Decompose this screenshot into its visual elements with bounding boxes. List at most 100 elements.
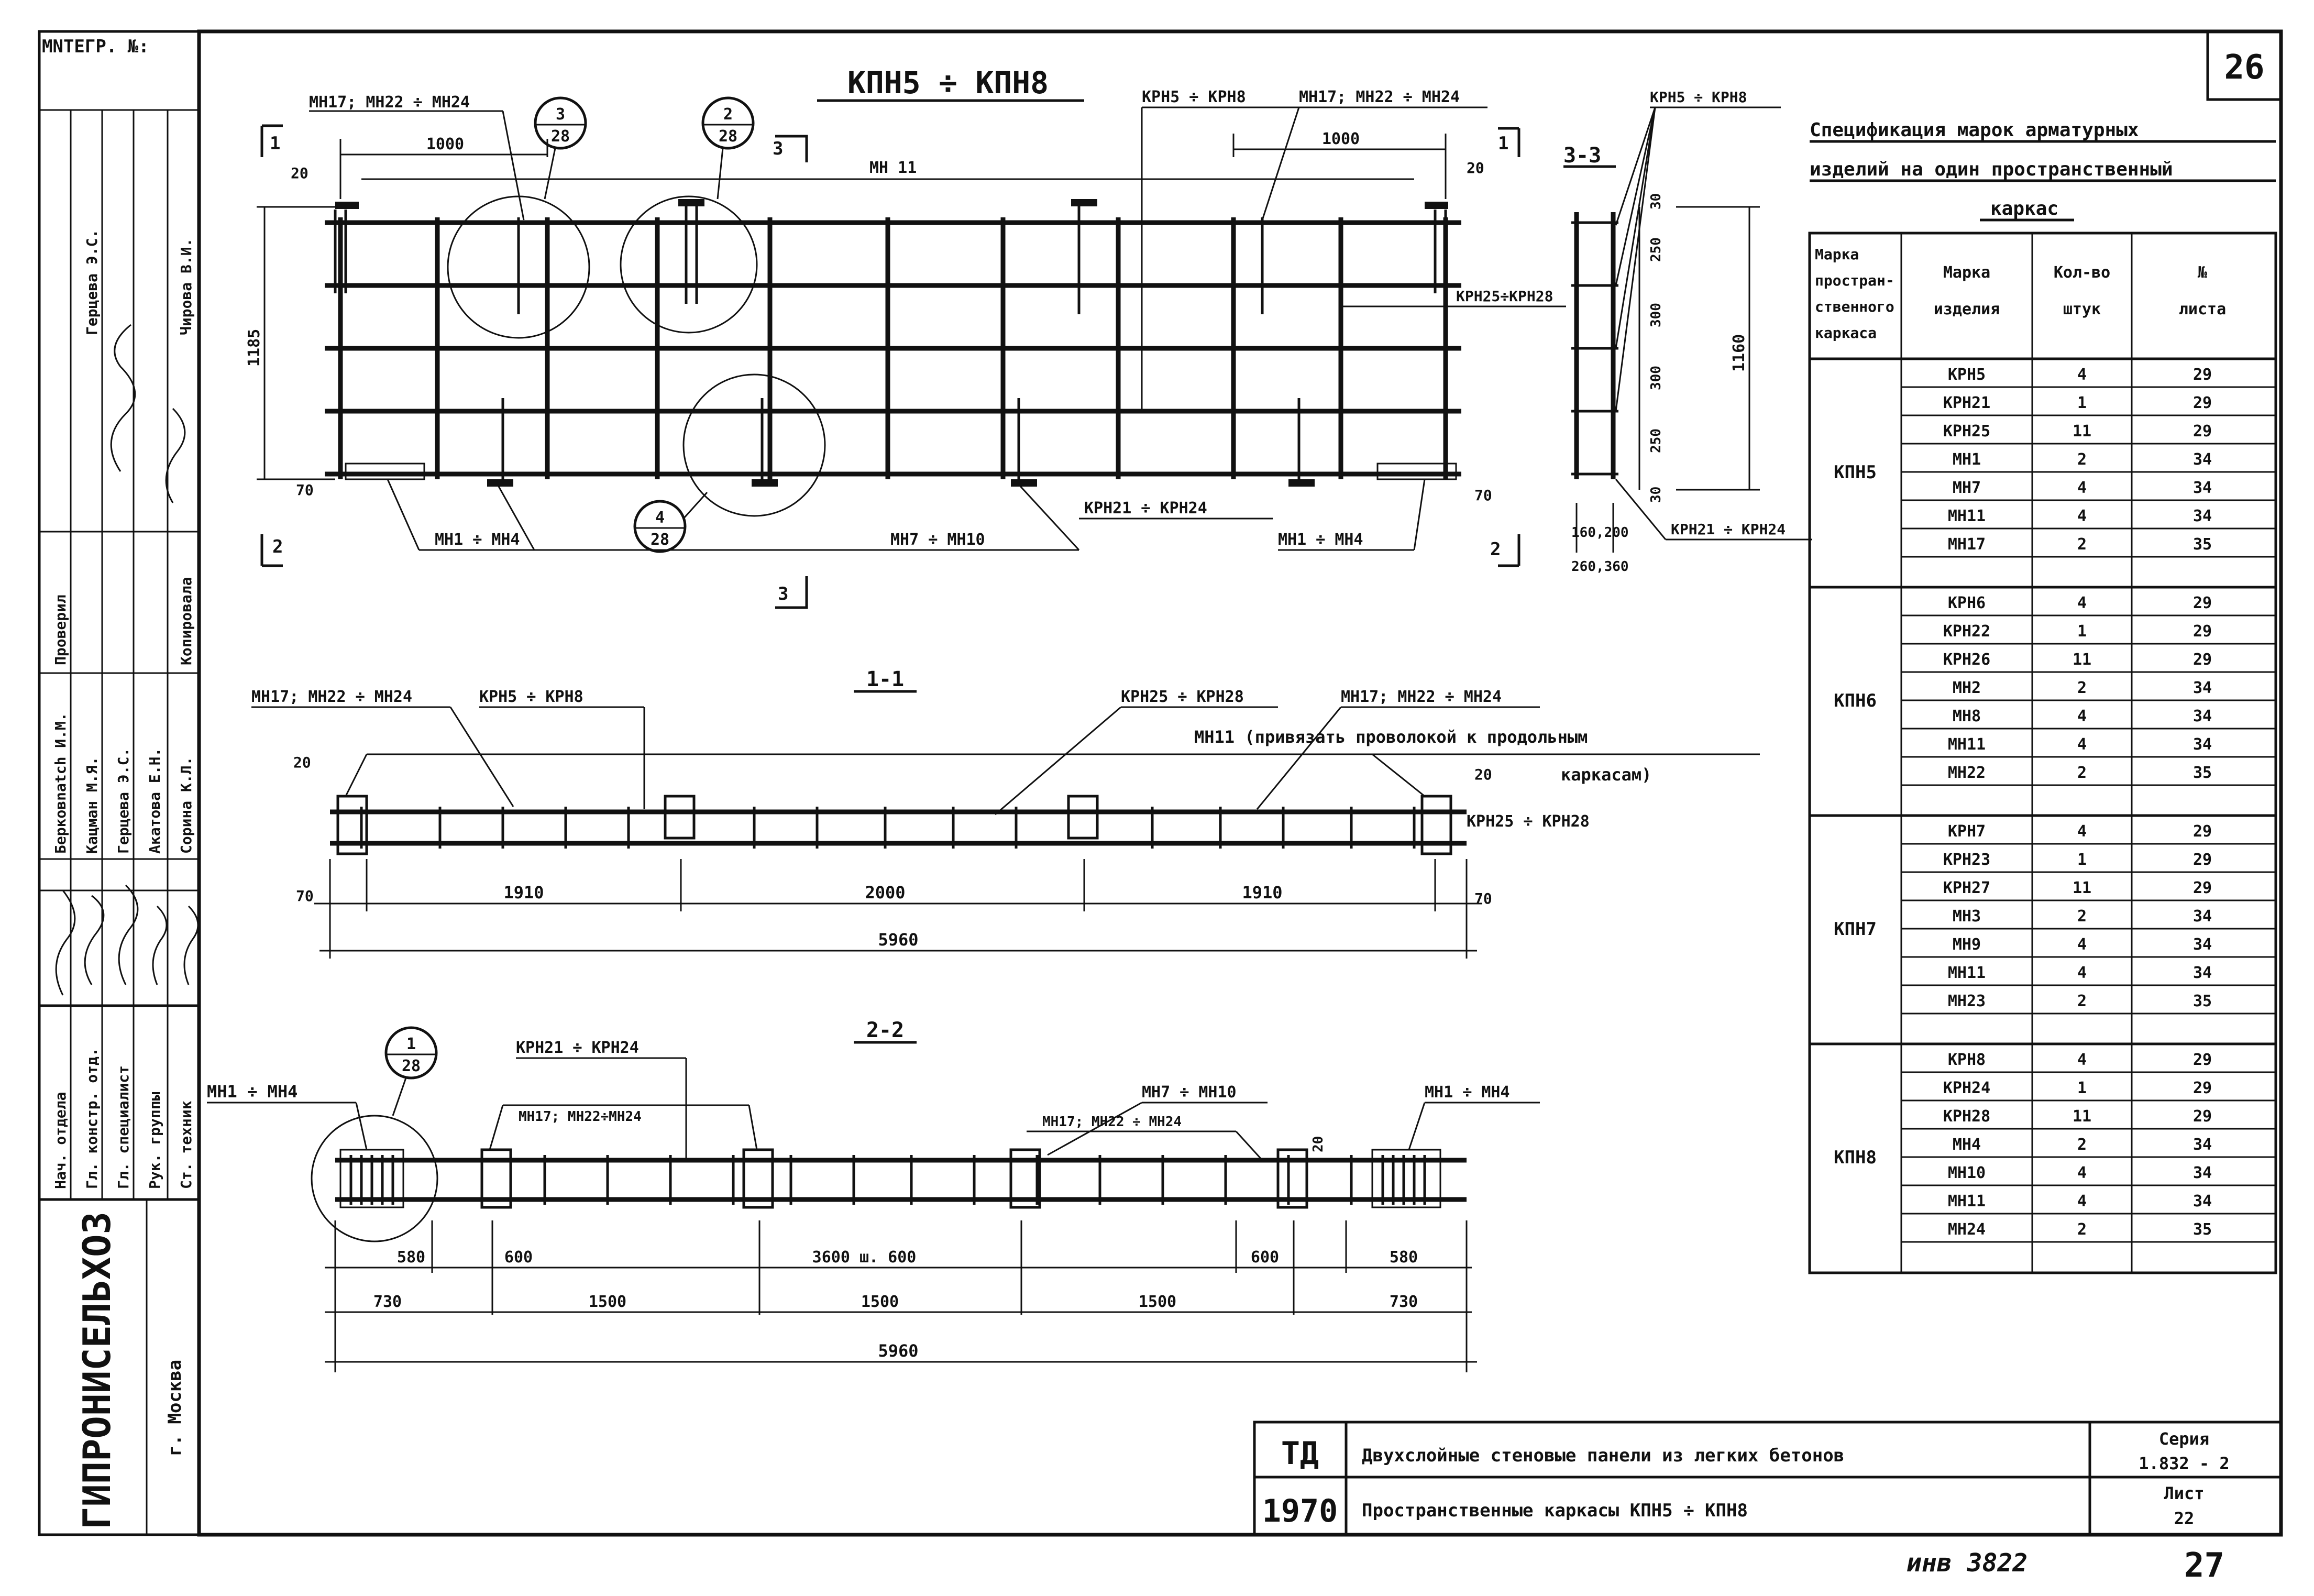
role-1: Гл. констр. отд. xyxy=(83,1048,101,1189)
side-stamp: ΜΝΤΕΓΡ. №: Нач. отдела Гл. констр. отд. … xyxy=(38,30,201,1536)
spec-cell-item: КРН27 xyxy=(1943,879,1990,897)
spec-cell-qty: 2 xyxy=(2077,450,2087,469)
signature-copied xyxy=(165,408,186,503)
cut-1-left: 1 xyxy=(270,133,280,154)
tb-line2: Пространственные каркасы КПН5 ÷ КПН8 xyxy=(1362,1500,1748,1521)
spec-cell-item: МН22 xyxy=(1948,764,1986,782)
footer-inv: инв 3822 xyxy=(1907,1548,2027,1578)
sec11-lbl-mn17-left: МН17; МН22 ÷ МН24 xyxy=(251,688,412,706)
spec-cell-item: МН3 xyxy=(1953,907,1981,926)
sec11-dim-20-right: 20 xyxy=(1474,766,1492,783)
role-2: Гл. специалист xyxy=(115,1065,132,1189)
name-1: Кацман М.Я. xyxy=(83,757,101,854)
sec22-lbl-mn1-4-left: МН1 ÷ МН4 xyxy=(207,1082,297,1102)
spec-table: Спецификация марок арматурных изделий на… xyxy=(1808,119,2277,1274)
tb-sheet-value: 22 xyxy=(2174,1509,2195,1528)
spec-cell-sheet: 29 xyxy=(2193,622,2212,641)
plan-lbl-mn11: МН 11 xyxy=(869,159,917,177)
spec-cell-qty: 1 xyxy=(2077,1079,2087,1097)
spec-cell-item: МН4 xyxy=(1953,1136,1981,1154)
sec22-lbl-krn21-24: КРН21 ÷ КРН24 xyxy=(516,1039,639,1057)
spec-cell-item: КРН6 xyxy=(1948,594,1986,612)
signature-2 xyxy=(118,884,139,985)
cut-3-bottom: 3 xyxy=(778,584,788,604)
spec-cell-qty: 4 xyxy=(2077,479,2087,497)
role-0: Нач. отдела xyxy=(52,1092,69,1189)
spec-cell-sheet: 34 xyxy=(2193,907,2212,926)
callout-2-den: 28 xyxy=(719,127,737,146)
plan-dim-1000-left: 1000 xyxy=(426,135,464,153)
sec11-lbl-krn25-28-right: КРН25 ÷ КРН28 xyxy=(1467,812,1590,831)
spec-cell-qty: 1 xyxy=(2077,394,2087,412)
spec-cell-sheet: 35 xyxy=(2193,1220,2212,1239)
sec33-dim-160-200: 160,200 xyxy=(1571,525,1629,541)
tb-year: 1970 xyxy=(1262,1493,1338,1529)
sec22-lbl-mn17-b: МН17; МН22 ÷ МН24 xyxy=(1042,1114,1182,1130)
spec-cell-item: МН10 xyxy=(1948,1164,1986,1182)
spec-cell-item: КРН25 xyxy=(1943,422,1990,441)
sec22-dim-600-right: 600 xyxy=(1251,1248,1279,1267)
plan-dim-70-right: 70 xyxy=(1474,487,1492,504)
cut-3-top: 3 xyxy=(773,138,783,159)
plan-view: 3 28 2 28 4 28 МН17; МН22 ÷ МН24 КРН5 ÷ … xyxy=(245,88,1566,609)
sec33-dim-30-bot: 30 xyxy=(1648,487,1664,503)
org-name: ГИПРОНИСЕЛЬХОЗ xyxy=(75,1212,119,1529)
spec-title-1: Спецификация марок арматурных xyxy=(1810,119,2139,141)
sec11-lbl-krn25-28: КРН25 ÷ КРН28 xyxy=(1121,688,1244,706)
signature-4 xyxy=(183,905,199,985)
sec11-stirrups xyxy=(360,807,1416,849)
spec-cell-qty: 2 xyxy=(2077,1220,2087,1239)
cut-2-left: 2 xyxy=(272,536,283,557)
spec-cell-sheet: 29 xyxy=(2193,1107,2212,1126)
callout-3-den: 28 xyxy=(551,127,570,146)
signature-3 xyxy=(152,905,168,985)
spec-cell-item: КРН23 xyxy=(1943,851,1990,869)
spec-cell-sheet: 34 xyxy=(2193,707,2212,725)
spec-h0-l3: каркаса xyxy=(1815,324,1877,342)
sec22-dim-730-left: 730 xyxy=(373,1293,402,1311)
sec22-stirrups xyxy=(480,1155,1353,1205)
footer-page: 27 xyxy=(2184,1546,2224,1585)
spec-cell-item: КРН5 xyxy=(1948,366,1986,384)
name-2: Герцева Э.С. xyxy=(115,748,132,854)
sec33-dim-1160: 1160 xyxy=(1730,334,1748,372)
tb-sheet-label: Лист xyxy=(2164,1483,2204,1503)
spec-cell-qty: 11 xyxy=(2073,422,2091,441)
spec-cell-sheet: 34 xyxy=(2193,1164,2212,1182)
signature-0 xyxy=(55,890,76,996)
spec-cell-sheet: 29 xyxy=(2193,594,2212,612)
sec11-dim-70-right: 70 xyxy=(1474,890,1492,907)
sec11-note-1: МН11 (привязать проволокой к продольным xyxy=(1194,727,1588,747)
detail-circle-2 xyxy=(620,195,758,334)
name-4: Сорина К.Л. xyxy=(178,757,195,854)
spec-cell-sheet: 29 xyxy=(2193,879,2212,897)
spec-cell-qty: 4 xyxy=(2077,1192,2087,1210)
sec22-title: 2-2 xyxy=(866,1018,904,1042)
stamp-corner: ΜΝΤΕΓΡ. №: xyxy=(42,36,149,57)
spec-cell-sheet: 29 xyxy=(2193,822,2212,841)
sec33-dim-30-top: 30 xyxy=(1648,193,1664,210)
spec-cell-sheet: 34 xyxy=(2193,964,2212,982)
city: г. Москва xyxy=(164,1360,185,1456)
plan-dim-1000-right: 1000 xyxy=(1322,130,1360,148)
cut-1-right: 1 xyxy=(1498,133,1508,154)
title-block: ТД 1970 Двухслойные стеновые панели из л… xyxy=(1253,1421,2283,1536)
sec11-dim-5960: 5960 xyxy=(878,930,918,950)
sec33-lbl-krn5-8: КРН5 ÷ КРН8 xyxy=(1650,89,1747,106)
sec33-lbl-krn21-24: КРН21 ÷ КРН24 xyxy=(1671,521,1786,538)
spec-cell-sheet: 29 xyxy=(2193,651,2212,669)
copied-label: Копировала xyxy=(178,577,195,665)
callout-2-num: 2 xyxy=(723,105,733,124)
spec-cell-item: МН11 xyxy=(1948,735,1986,754)
sec11-title: 1-1 xyxy=(866,667,904,691)
spec-cell-item: МН7 xyxy=(1953,479,1981,497)
section-1-1: 1-1 МН17; МН22 ÷ МН24 КРН5 ÷ КР xyxy=(251,667,1760,959)
spec-cell-sheet: 29 xyxy=(2193,1079,2212,1097)
spec-cell-qty: 11 xyxy=(2073,651,2091,669)
spec-h3-l1: листа xyxy=(2179,300,2226,318)
section-3-3: 3-3 КРН5 ÷ КРН8 30 250 300 300 250 30 11… xyxy=(1563,89,1812,575)
spec-cell-item: МН11 xyxy=(1948,964,1986,982)
spec-cell-qty: 4 xyxy=(2077,822,2087,841)
sec22-lbl-mn7-10: МН7 ÷ МН10 xyxy=(1142,1083,1237,1102)
